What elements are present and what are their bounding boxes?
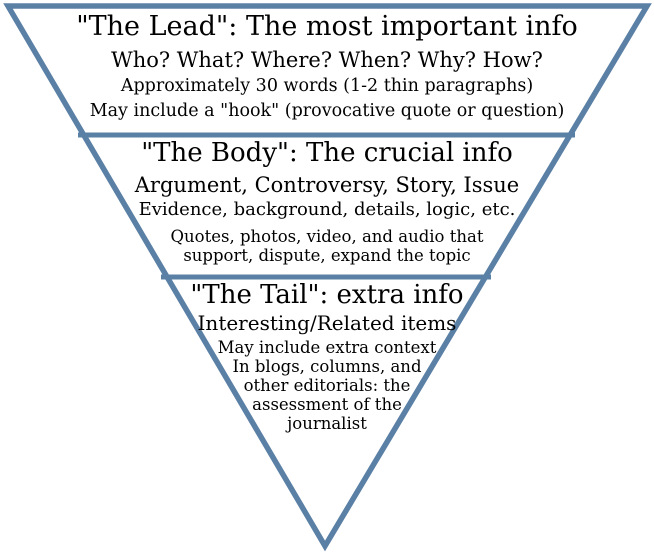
lead-line-word-count: Approximately 30 words (1-2 thin paragra… bbox=[120, 76, 534, 96]
body-line-evidence: Evidence, background, details, logic, et… bbox=[138, 199, 516, 220]
tail-line-context-4: assessment of the bbox=[252, 395, 402, 414]
tail-line-context-3: other editorials: the bbox=[243, 376, 411, 395]
lead-line-questions: Who? What? Where? When? Why? How? bbox=[111, 48, 543, 72]
tail-line-interesting: Interesting/Related items bbox=[197, 311, 457, 335]
tail-line-context-2: In blogs, columns, and bbox=[232, 357, 422, 376]
lead-section-heading: "The Lead": The most important info bbox=[76, 11, 578, 42]
tail-line-context-1: May include extra context bbox=[217, 338, 437, 357]
lead-line-hook: May include a "hook" (provocative quote … bbox=[89, 101, 565, 121]
body-line-quotes-1: Quotes, photos, video, and audio that bbox=[170, 227, 484, 246]
body-section-heading: "The Body": The crucial info bbox=[141, 138, 513, 168]
body-line-quotes-2: support, dispute, expand the topic bbox=[183, 246, 471, 265]
body-line-argument: Argument, Controversy, Story, Issue bbox=[134, 173, 520, 197]
tail-line-context-5: journalist bbox=[287, 414, 367, 433]
tail-section-heading: "The Tail": extra info bbox=[190, 280, 464, 310]
